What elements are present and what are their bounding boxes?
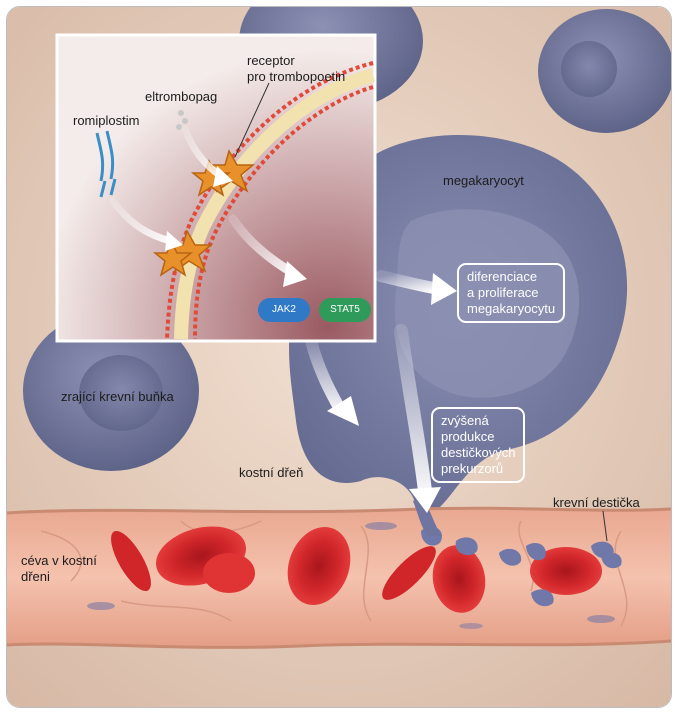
receptor-label: receptor pro trombopoetin — [247, 53, 346, 84]
romiplostim-label: romiplostim — [73, 113, 140, 128]
illustration — [7, 7, 671, 707]
vessel-label: céva v kostní dřeni — [21, 553, 97, 584]
tpo-receptor-lower — [152, 229, 214, 277]
diagram-frame: receptor pro trombopoetin eltrombopag ro… — [6, 6, 672, 708]
receptor-inset — [55, 33, 377, 343]
romiplostim-molecule — [95, 130, 117, 198]
top-right-cell — [538, 9, 671, 133]
eltrombopag-molecule — [176, 110, 188, 130]
differentiation-box: diferenciace a proliferace megakaryocytu — [457, 263, 566, 323]
process-arrows — [305, 270, 457, 513]
maturing-blood-cell — [23, 311, 199, 471]
maturing-cell-label: zrající krevní buňka — [61, 389, 174, 404]
eltrombopag-label: eltrombopag — [145, 89, 218, 104]
bone-marrow-label: kostní dřeň — [239, 465, 304, 480]
stat5-protein: STAT5 — [319, 298, 371, 322]
megakaryocyte-label: megakaryocyt — [443, 173, 524, 188]
platelet-label: krevní destička — [553, 495, 640, 510]
increased-production-box: zvýšená produkce destičkových prekurzorů — [431, 407, 526, 483]
jak2-protein: JAK2 — [258, 298, 310, 322]
red-blood-cells — [111, 526, 602, 613]
